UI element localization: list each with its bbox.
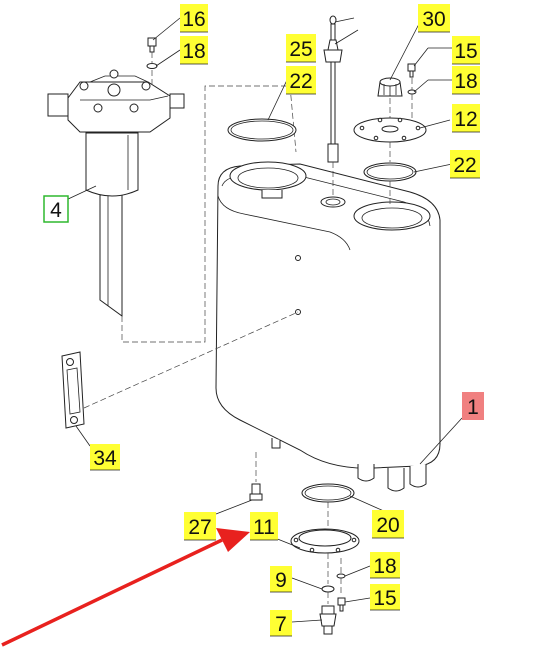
o-ring-20 [301,483,355,503]
return-filter-assembly [47,69,185,317]
callout-22-left: 22 [286,66,316,95]
callout-15-top: 15 [428,36,480,65]
cover-plate-12 [353,117,427,143]
callout-25-text: 25 [289,38,312,61]
callout-30: 30 [418,4,450,33]
leader-lines [65,17,463,623]
sight-level-gauge [61,351,85,429]
callout-30-text: 30 [422,8,445,31]
callout-11: 11 [250,512,278,541]
drain-plug-27 [249,452,263,501]
callout-4: 4 [43,195,69,223]
callout-15-bottom: 15 [370,584,400,611]
callout-12-text: 12 [454,108,477,131]
callout-9-text: 9 [275,569,287,592]
washer-9 [321,585,335,593]
screw-15-top-right [407,63,417,124]
callout-20-text: 20 [376,514,399,537]
callout-22a-text: 22 [289,70,312,93]
callout-7: 7 [270,610,292,637]
o-ring-22-left [227,118,297,142]
callout-16: 16 [180,4,208,33]
callout-22b-text: 22 [453,154,476,177]
callout-18a-text: 18 [182,40,205,63]
callout-27-text: 27 [188,516,211,539]
screw-16-top-left [146,37,158,84]
callout-7-text: 7 [275,613,287,636]
callout-9: 9 [270,566,292,593]
filter-connector-line [121,85,297,343]
callout-34-text: 34 [93,447,117,470]
gauge-connector-line [83,311,299,409]
callout-27: 27 [184,512,216,541]
washer-18-bottom [336,573,346,579]
callout-15b-text: 15 [373,587,396,610]
callout-25: 25 [286,34,316,63]
callout-18c-text: 18 [373,555,396,578]
callout-4-text: 4 [50,199,62,222]
fitting-7 [319,605,337,635]
red-pointer-arrow [1,528,250,647]
breather-rod [323,15,343,163]
screw-15-bottom [337,597,346,612]
o-ring-22-right [363,162,417,182]
callout-18-bottom: 18 [370,552,400,579]
filler-cap-30 [377,77,403,120]
callout-1-text: 1 [467,396,479,419]
callout-22-right: 22 [450,150,480,179]
callout-34: 34 [90,444,120,471]
callout-15a-text: 15 [454,40,477,63]
callout-20: 20 [372,510,404,539]
callout-11-text: 11 [253,516,275,539]
callout-18b-text: 18 [454,70,477,93]
oil-tank-body [215,161,441,492]
bottom-flange-11 [290,528,360,554]
callout-16-text: 16 [182,8,205,31]
callout-18-top-left: 18 [180,36,208,65]
callout-1: 1 [462,392,484,420]
callout-18-top-right: 18 [428,66,480,95]
callout-12: 12 [452,104,480,133]
